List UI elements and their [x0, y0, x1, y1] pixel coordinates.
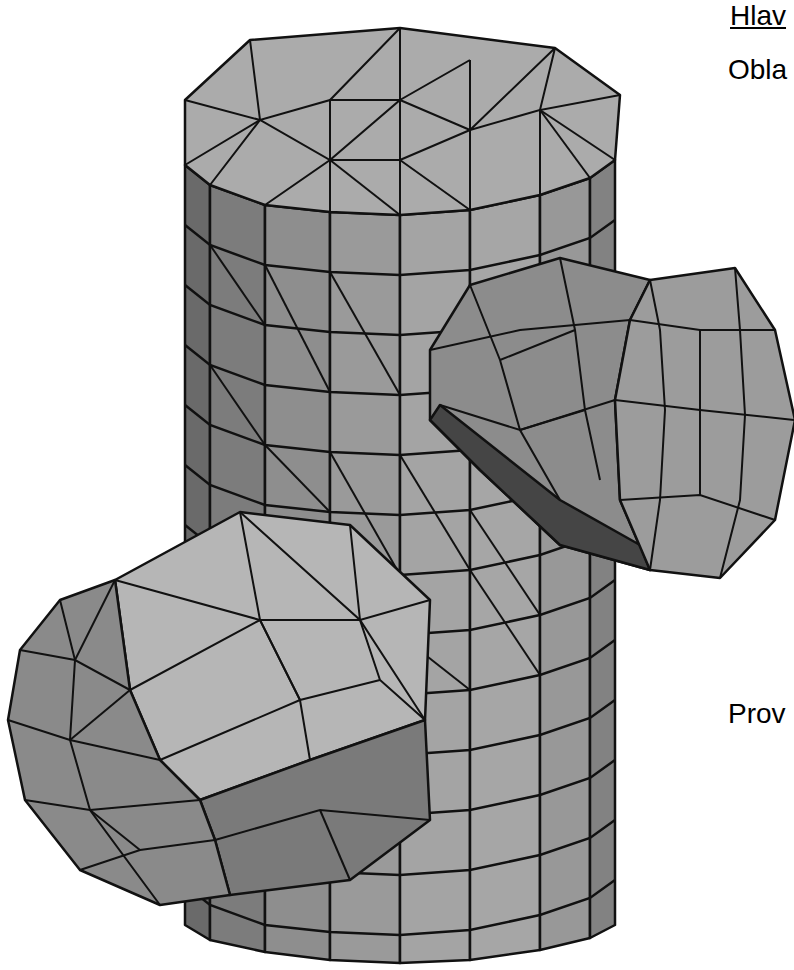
- heading-fragment: Hlav: [730, 0, 786, 32]
- heading-fragment: Obla: [728, 54, 787, 86]
- heading-fragment: Prov: [728, 698, 786, 730]
